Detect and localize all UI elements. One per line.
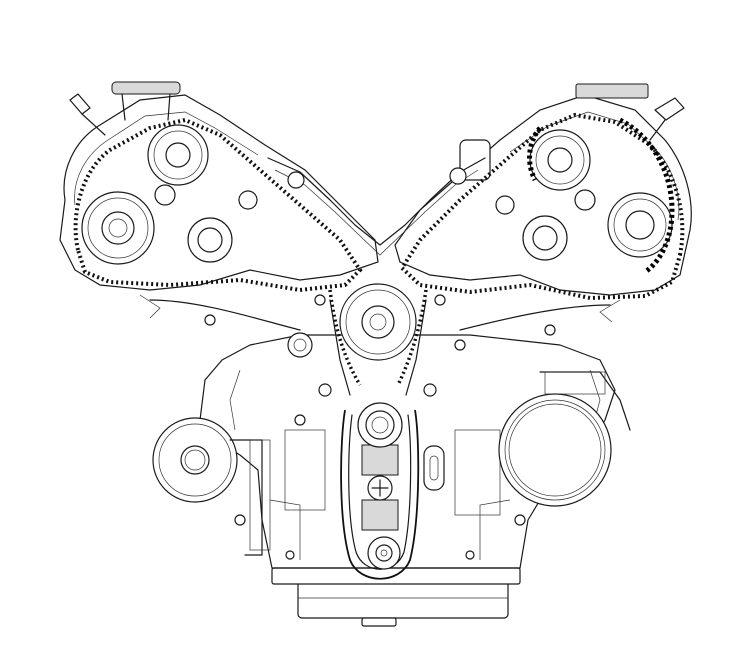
left-cylinder-head <box>59 81 379 291</box>
center-sprocket <box>287 283 427 396</box>
water-pump-pulley <box>498 371 631 507</box>
right-cylinder-head <box>394 83 692 296</box>
bolts <box>204 294 556 560</box>
oil-pan <box>271 567 521 627</box>
timing-chain-right <box>399 112 685 301</box>
crankshaft-chain-assembly <box>340 402 420 580</box>
idler-pulley-left <box>152 417 271 556</box>
timing-chain-left <box>73 117 363 293</box>
valley-cover <box>267 157 486 256</box>
timing-chain-center <box>328 289 428 386</box>
chain-guides <box>139 294 621 331</box>
